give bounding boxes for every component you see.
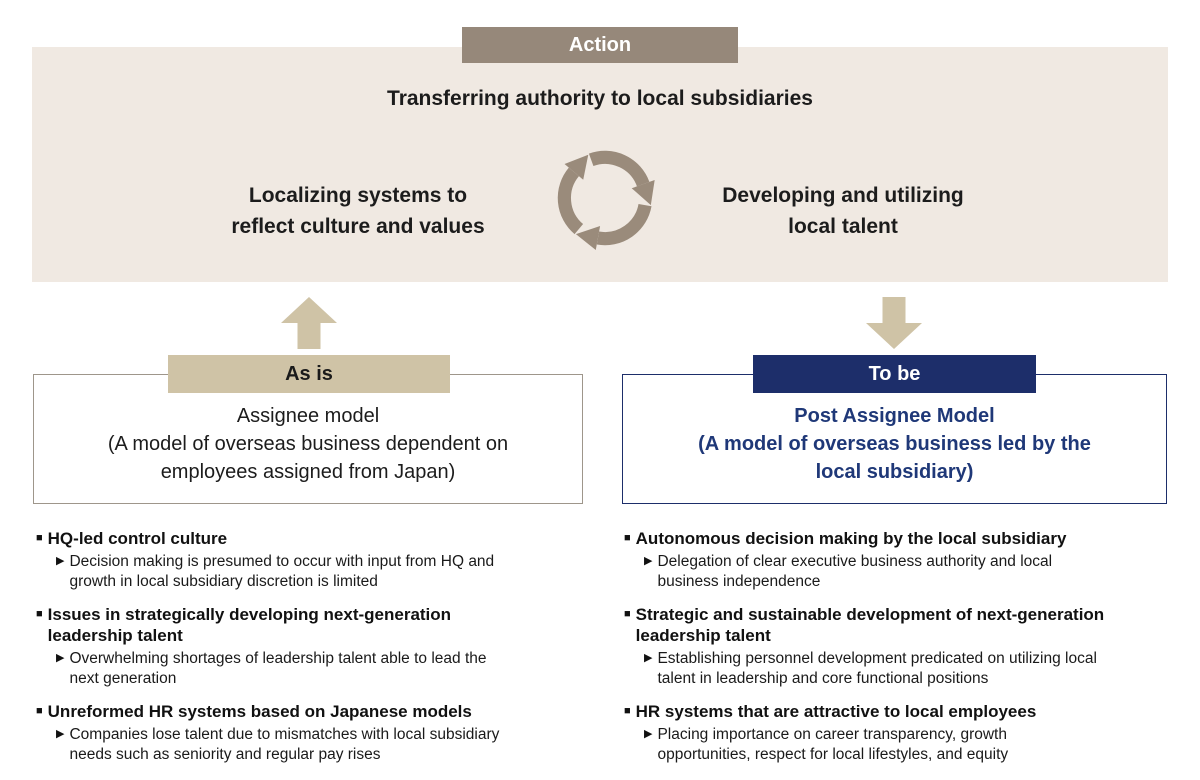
item-heading: ■ Autonomous decision making by the local… — [624, 528, 1198, 549]
arrow-down-icon — [866, 297, 922, 349]
item-detail: ▶ Companies lose talent due to mismatches… — [36, 725, 596, 764]
item-heading: ■ HQ-led control culture — [36, 528, 596, 549]
triangle-bullet-icon: ▶ — [644, 652, 653, 664]
action-item-developing: Developing and utilizing local talent — [722, 184, 964, 238]
item-detail: ▶ Decision making is presumed to occur wi… — [36, 552, 596, 591]
list-item: ■ HQ-led control culture ▶ Decision making… — [36, 528, 596, 591]
triangle-bullet-icon: ▶ — [56, 652, 65, 664]
action-panel: Transferring authority to local subsidia… — [32, 47, 1168, 282]
square-bullet-icon: ■ — [624, 532, 631, 544]
square-bullet-icon: ■ — [624, 705, 631, 717]
triangle-bullet-icon: ▶ — [56, 728, 65, 740]
item-detail: ▶ Placing importance on career transparen… — [624, 725, 1198, 764]
action-badge: Action — [462, 27, 738, 63]
item-heading-text: Autonomous decision making by the local … — [635, 529, 1067, 548]
square-bullet-icon: ■ — [36, 532, 43, 544]
cycle-arrows-icon — [544, 137, 666, 259]
item-heading-text: HR systems that are attractive to local … — [635, 702, 1037, 721]
triangle-bullet-icon: ▶ — [644, 728, 653, 740]
list-item: ■ Issues in strategically developing next… — [36, 604, 596, 688]
item-detail: ▶ Delegation of clear executive business … — [624, 552, 1198, 591]
item-detail-text: Delegation of clear executive business a… — [657, 553, 1053, 590]
list-item: ■ Autonomous decision making by the local… — [624, 528, 1198, 591]
item-heading-text: HQ-led control culture — [47, 529, 228, 548]
item-detail-text: Companies lose talent due to mismatches … — [69, 726, 500, 763]
square-bullet-icon: ■ — [36, 608, 43, 620]
to-be-header: To be — [753, 355, 1036, 393]
item-detail-text: Overwhelming shortages of leadership tal… — [69, 650, 487, 687]
to-be-model-box: Post Assignee Model (A model of overseas… — [622, 374, 1167, 504]
item-detail-text: Placing importance on career transparenc… — [657, 726, 1009, 763]
as-is-header: As is — [168, 355, 450, 393]
as-is-bullet-list: ■ HQ-led control culture ▶ Decision making… — [36, 528, 596, 777]
triangle-bullet-icon: ▶ — [56, 555, 65, 567]
square-bullet-icon: ■ — [36, 705, 43, 717]
item-heading: ■ Strategic and sustainable development o… — [624, 604, 1198, 646]
item-detail-text: Decision making is presumed to occur wit… — [69, 553, 495, 590]
action-item-localizing: Localizing systems to reflect culture an… — [231, 184, 485, 238]
to-be-bullet-list: ■ Autonomous decision making by the local… — [624, 528, 1198, 777]
item-heading: ■ HR systems that are attractive to local… — [624, 701, 1198, 722]
item-detail: ▶ Establishing personnel development pred… — [624, 649, 1198, 688]
list-item: ■ Unreformed HR systems based on Japanese… — [36, 701, 596, 764]
action-headline: Transferring authority to local subsidia… — [387, 87, 813, 110]
list-item: ■ Strategic and sustainable development o… — [624, 604, 1198, 688]
item-heading: ■ Issues in strategically developing next… — [36, 604, 596, 646]
triangle-bullet-icon: ▶ — [644, 555, 653, 567]
square-bullet-icon: ■ — [624, 608, 631, 620]
item-heading-text: Strategic and sustainable development of… — [635, 605, 1105, 645]
item-detail: ▶ Overwhelming shortages of leadership ta… — [36, 649, 596, 688]
list-item: ■ HR systems that are attractive to local… — [624, 701, 1198, 764]
item-heading: ■ Unreformed HR systems based on Japanese… — [36, 701, 596, 722]
arrow-up-icon — [281, 297, 337, 349]
item-heading-text: Issues in strategically developing next-… — [47, 605, 452, 645]
item-detail-text: Establishing personnel development predi… — [657, 650, 1097, 687]
item-heading-text: Unreformed HR systems based on Japanese … — [47, 702, 472, 721]
as-is-model-box: Assignee model (A model of overseas busi… — [33, 374, 583, 504]
